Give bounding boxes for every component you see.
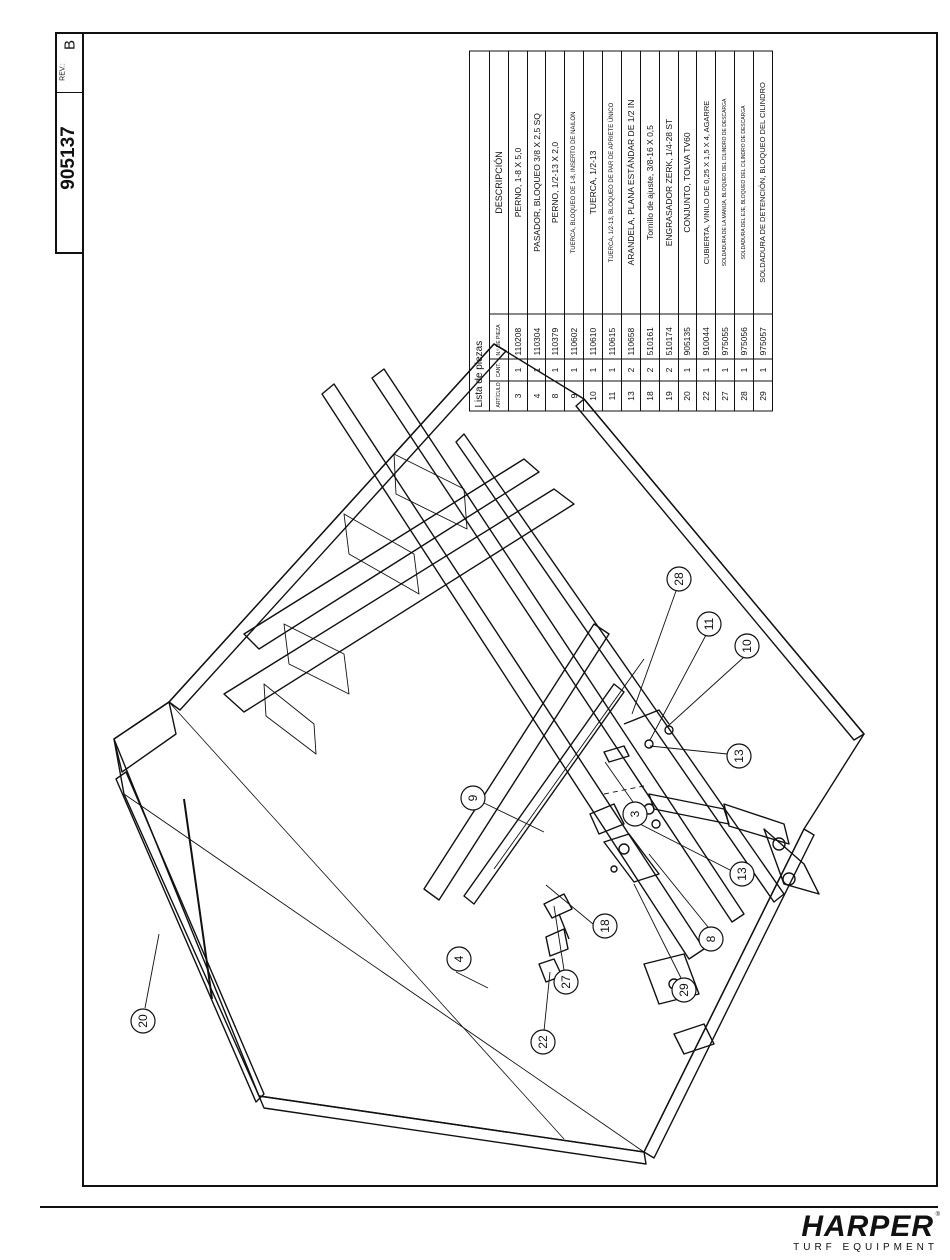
logo-tagline: TURF EQUIPMENT [793,1242,938,1253]
balloon-29 [671,977,697,1003]
balloon-22 [530,1029,556,1055]
balloon-28 [666,566,692,592]
balloon-13a [726,743,752,769]
balloon-label: 27 [559,975,573,989]
drawing-number: 905137 [58,126,79,190]
header-qty: CANT. [489,359,509,381]
balloon-10 [734,633,760,659]
balloon-label: 10 [740,639,754,653]
revision-value: B [61,39,79,51]
harper-logo: HARPER ® TURF EQUIPMENT [760,1210,940,1254]
balloon-label: 11 [702,617,716,630]
balloon-4 [446,946,472,972]
logo-name: HARPER [801,1210,934,1243]
balloon-label: 28 [672,572,686,586]
balloon-label: 29 [677,983,691,997]
balloon-9 [460,785,486,811]
balloon-13b [729,861,755,887]
balloon-label: 22 [536,1035,550,1049]
hopper-assembly-drawing: 28 11 10 13 3 9 13 8 18 29 27 22 4 20 [113,343,865,1165]
drawing-frame [82,32,938,1187]
header-description: DESCRIPCIÓN [489,51,509,314]
balloon-18 [592,913,618,939]
revision-label: REV.: [59,63,67,81]
balloon-20 [130,1008,156,1034]
header-part-number: N.º DE PIEZA [489,314,509,359]
balloon-11 [696,611,722,637]
header-item: ARTÍCULO [489,381,509,411]
balloon-label: 18 [598,919,612,933]
logo-registered-mark: ® [935,1212,940,1218]
balloon-8 [698,926,724,952]
balloon-label: 8 [704,935,718,942]
balloon-label: 9 [466,794,480,801]
title-block [55,32,84,254]
balloon-label: 4 [452,955,466,962]
balloon-label: 3 [628,810,642,817]
footer-rule [40,1206,938,1208]
balloon-27 [553,969,579,995]
balloon-label: 13 [735,867,749,881]
balloon-label: 13 [732,749,746,763]
parts-list-table: Lista de piezas ARTÍCULO CANT. N.º DE PI… [469,51,773,412]
parts-list-title: Lista de piezas [469,51,490,411]
balloon-3 [622,801,648,827]
balloon-label: 20 [136,1014,150,1028]
